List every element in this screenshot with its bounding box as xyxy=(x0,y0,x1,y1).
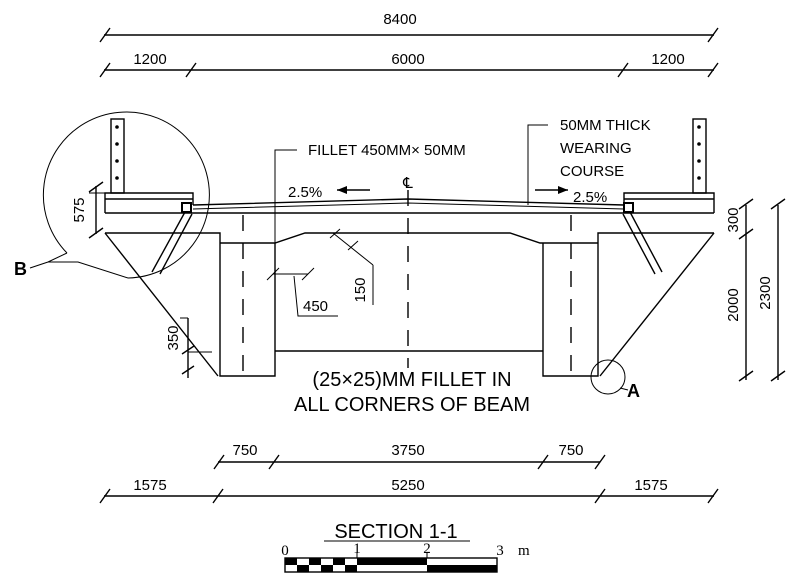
fillet-note: FILLET 450MM× 50MM xyxy=(308,142,466,159)
scale-tick-3: 3 xyxy=(496,543,504,559)
fillet-leader: FILLET 450MM× 50MM xyxy=(274,142,466,245)
fillet-depth-dimension: 150 xyxy=(329,228,374,305)
centerline: ℄ xyxy=(402,175,413,368)
bottom-left-web-label: 750 xyxy=(232,442,257,459)
centerline-symbol: ℄ xyxy=(402,175,413,192)
wearing-note-line1: 50MM THICK xyxy=(560,117,651,134)
overall-width-label: 8400 xyxy=(383,11,416,28)
base-right-label: 1575 xyxy=(634,477,667,494)
fillet-width-label: 450 xyxy=(303,298,328,315)
bottom-web-dimension: 750 3750 750 xyxy=(213,442,606,470)
right-web xyxy=(542,215,599,378)
right-height-dimensions: 300 2000 2300 xyxy=(725,198,786,382)
scale-bar: 0 1 2 3 m xyxy=(281,541,530,573)
left-height-dimension: 575 xyxy=(71,181,105,239)
slope-right: 2.5% xyxy=(535,186,607,206)
base-dimension: 1575 5250 1575 xyxy=(99,477,719,504)
footpath-carriageway-dimension: 1200 6000 1200 xyxy=(99,51,719,78)
wearing-note-line3: COURSE xyxy=(560,163,624,180)
soffit-label: 350 xyxy=(165,325,182,350)
slope-left: 2.5% xyxy=(288,184,370,201)
corner-note-line2: ALL CORNERS OF BEAM xyxy=(294,394,530,416)
wearing-note-line2: WEARING xyxy=(560,140,632,157)
corner-fillet-note: (25×25)MM FILLET IN ALL CORNERS OF BEAM xyxy=(294,369,530,416)
detail-b-label: B xyxy=(14,259,27,279)
right-cantilever xyxy=(599,232,715,377)
bottom-center-label: 3750 xyxy=(391,442,424,459)
detail-a-label: A xyxy=(627,381,640,401)
left-footpath-label: 1200 xyxy=(133,51,166,68)
scale-unit: m xyxy=(518,543,530,559)
right-railing-post xyxy=(692,118,707,194)
left-height-label: 575 xyxy=(71,197,88,222)
base-center-label: 5250 xyxy=(391,477,424,494)
deck-slab xyxy=(104,192,715,275)
left-web xyxy=(219,215,276,378)
soffit-dimension: 350 xyxy=(165,317,212,378)
scale-tick-2: 2 xyxy=(423,541,431,557)
bottom-right-web-label: 750 xyxy=(558,442,583,459)
left-railing-post xyxy=(110,118,125,194)
detail-b-callout: B xyxy=(14,111,210,279)
carriageway-label: 6000 xyxy=(391,51,424,68)
fillet-depth-label: 150 xyxy=(352,277,369,302)
base-left-label: 1575 xyxy=(133,477,166,494)
slope-right-label: 2.5% xyxy=(573,189,607,206)
scale-tick-1: 1 xyxy=(353,541,361,557)
slope-left-label: 2.5% xyxy=(288,184,322,201)
overall-width-dimension: 8400 xyxy=(99,11,719,43)
corner-note-line1: (25×25)MM FILLET IN xyxy=(312,369,511,391)
right-total-label: 2300 xyxy=(757,276,774,309)
section-title: SECTION 1-1 xyxy=(334,521,457,543)
wearing-course-leader: 50MM THICK WEARING COURSE xyxy=(527,117,651,205)
right-slab-label: 300 xyxy=(725,207,742,232)
scale-tick-0: 0 xyxy=(281,543,289,559)
right-web-label: 2000 xyxy=(725,288,742,321)
fillet-width-dimension: 450 xyxy=(266,267,338,317)
detail-a-callout: A xyxy=(590,359,640,401)
right-footpath-label: 1200 xyxy=(651,51,684,68)
